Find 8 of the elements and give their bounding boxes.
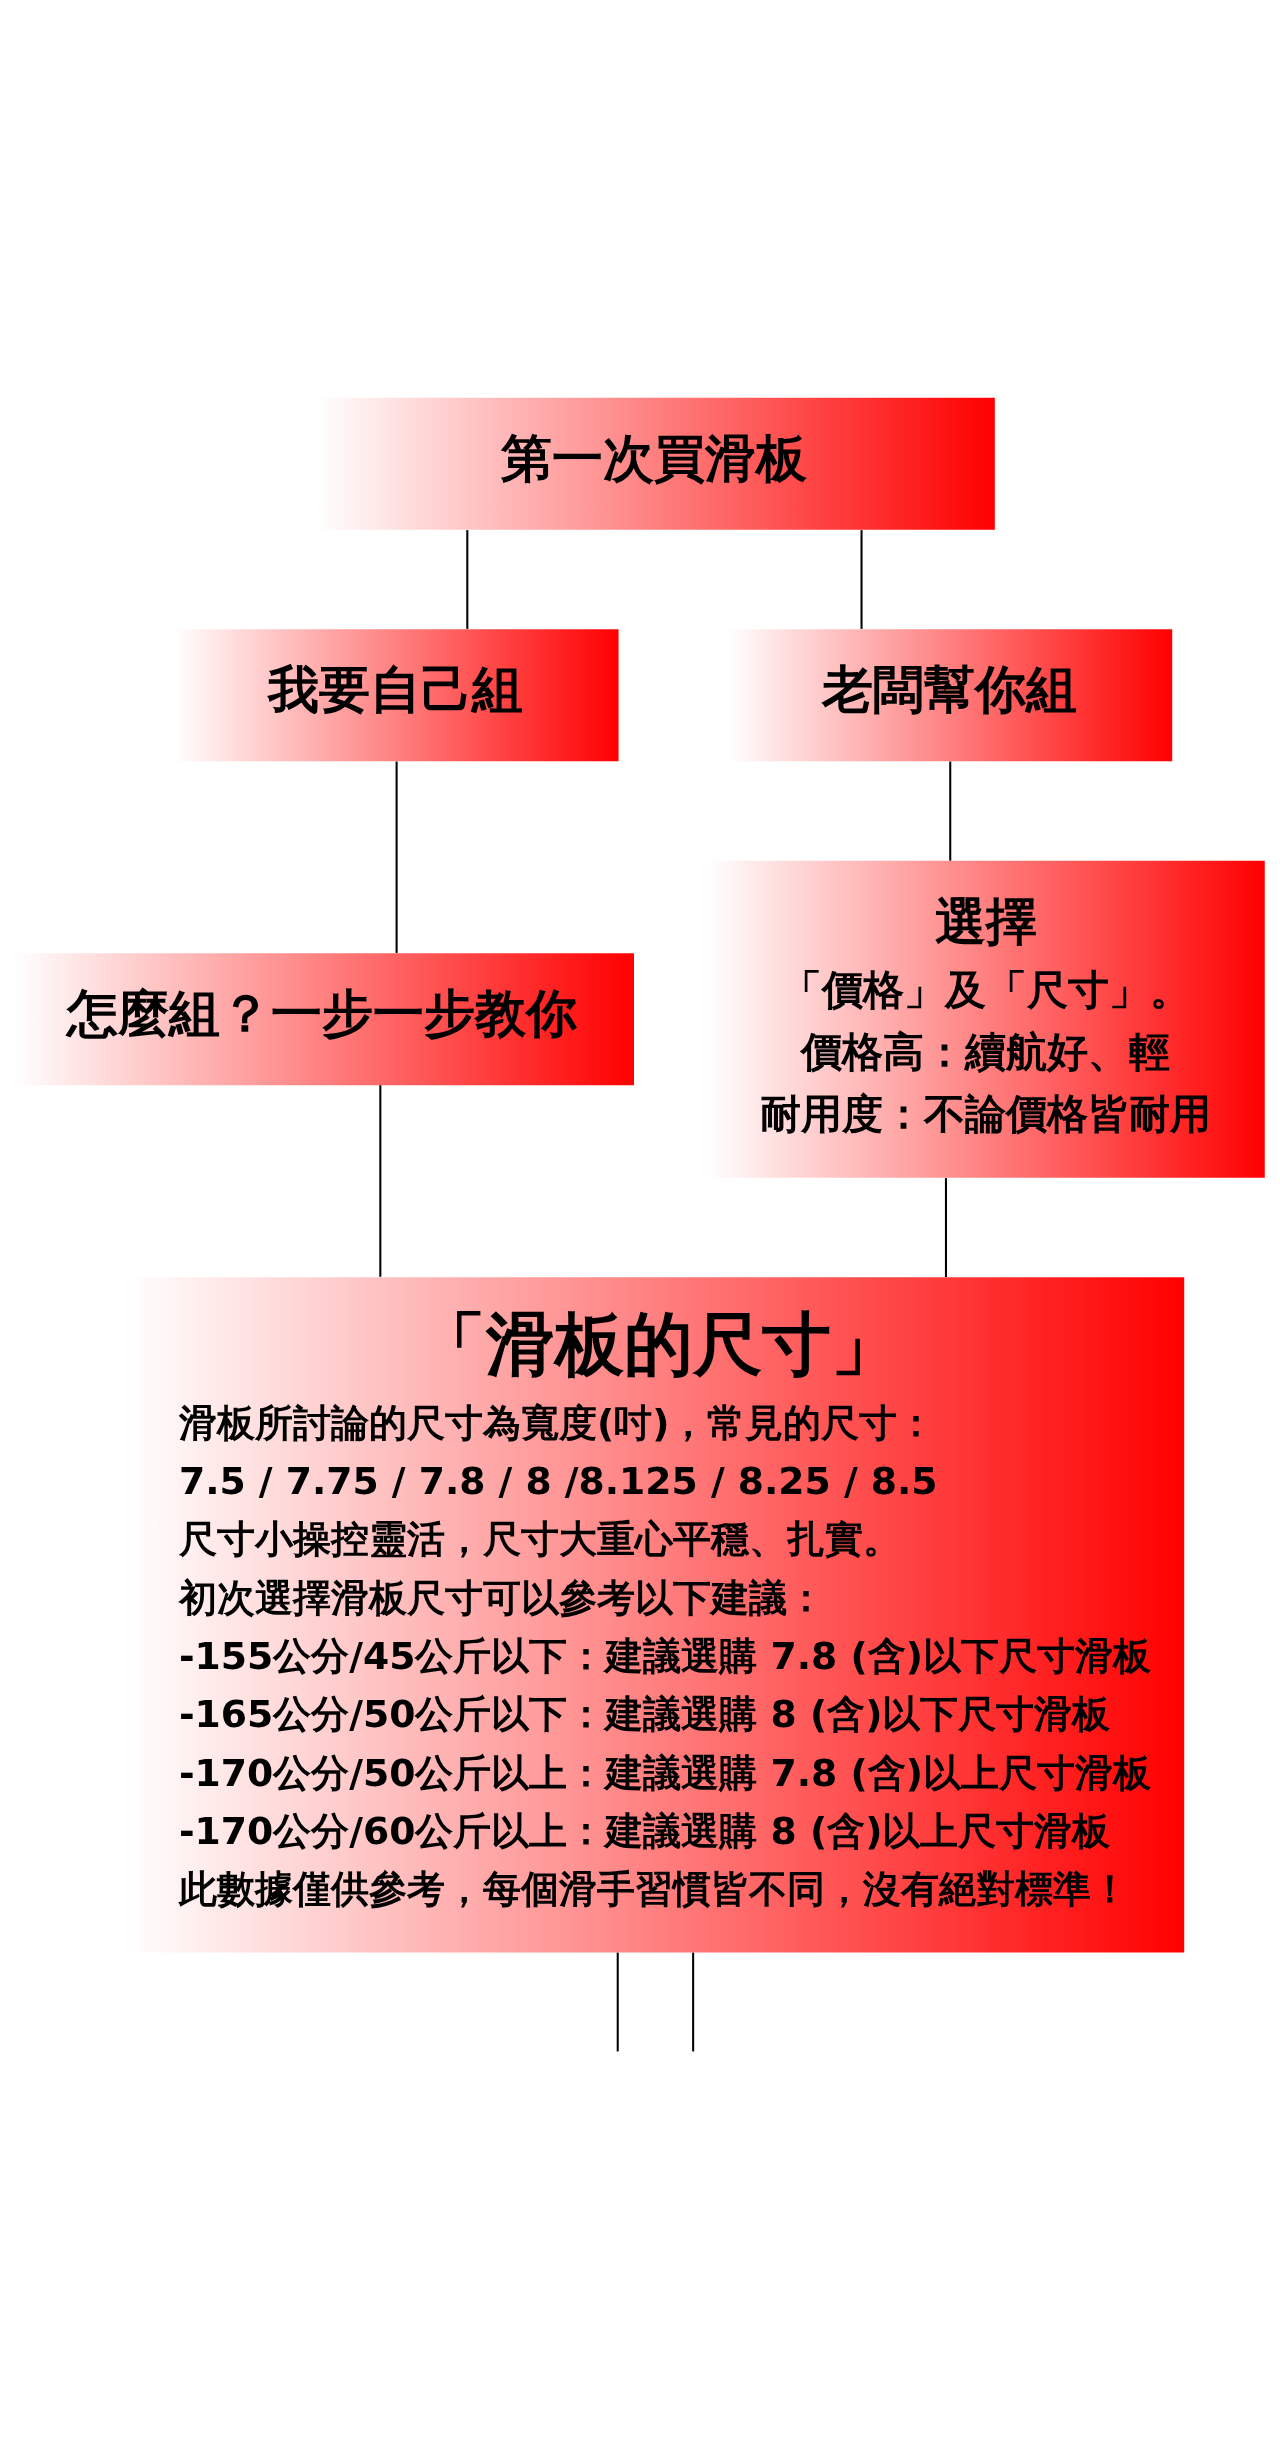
connector — [616, 1952, 619, 2051]
connector — [944, 1177, 947, 1277]
connector — [860, 529, 863, 629]
connector — [692, 1952, 695, 2051]
connector — [395, 761, 398, 953]
connector — [379, 1084, 382, 1277]
connector — [949, 761, 952, 861]
connector — [466, 529, 469, 629]
